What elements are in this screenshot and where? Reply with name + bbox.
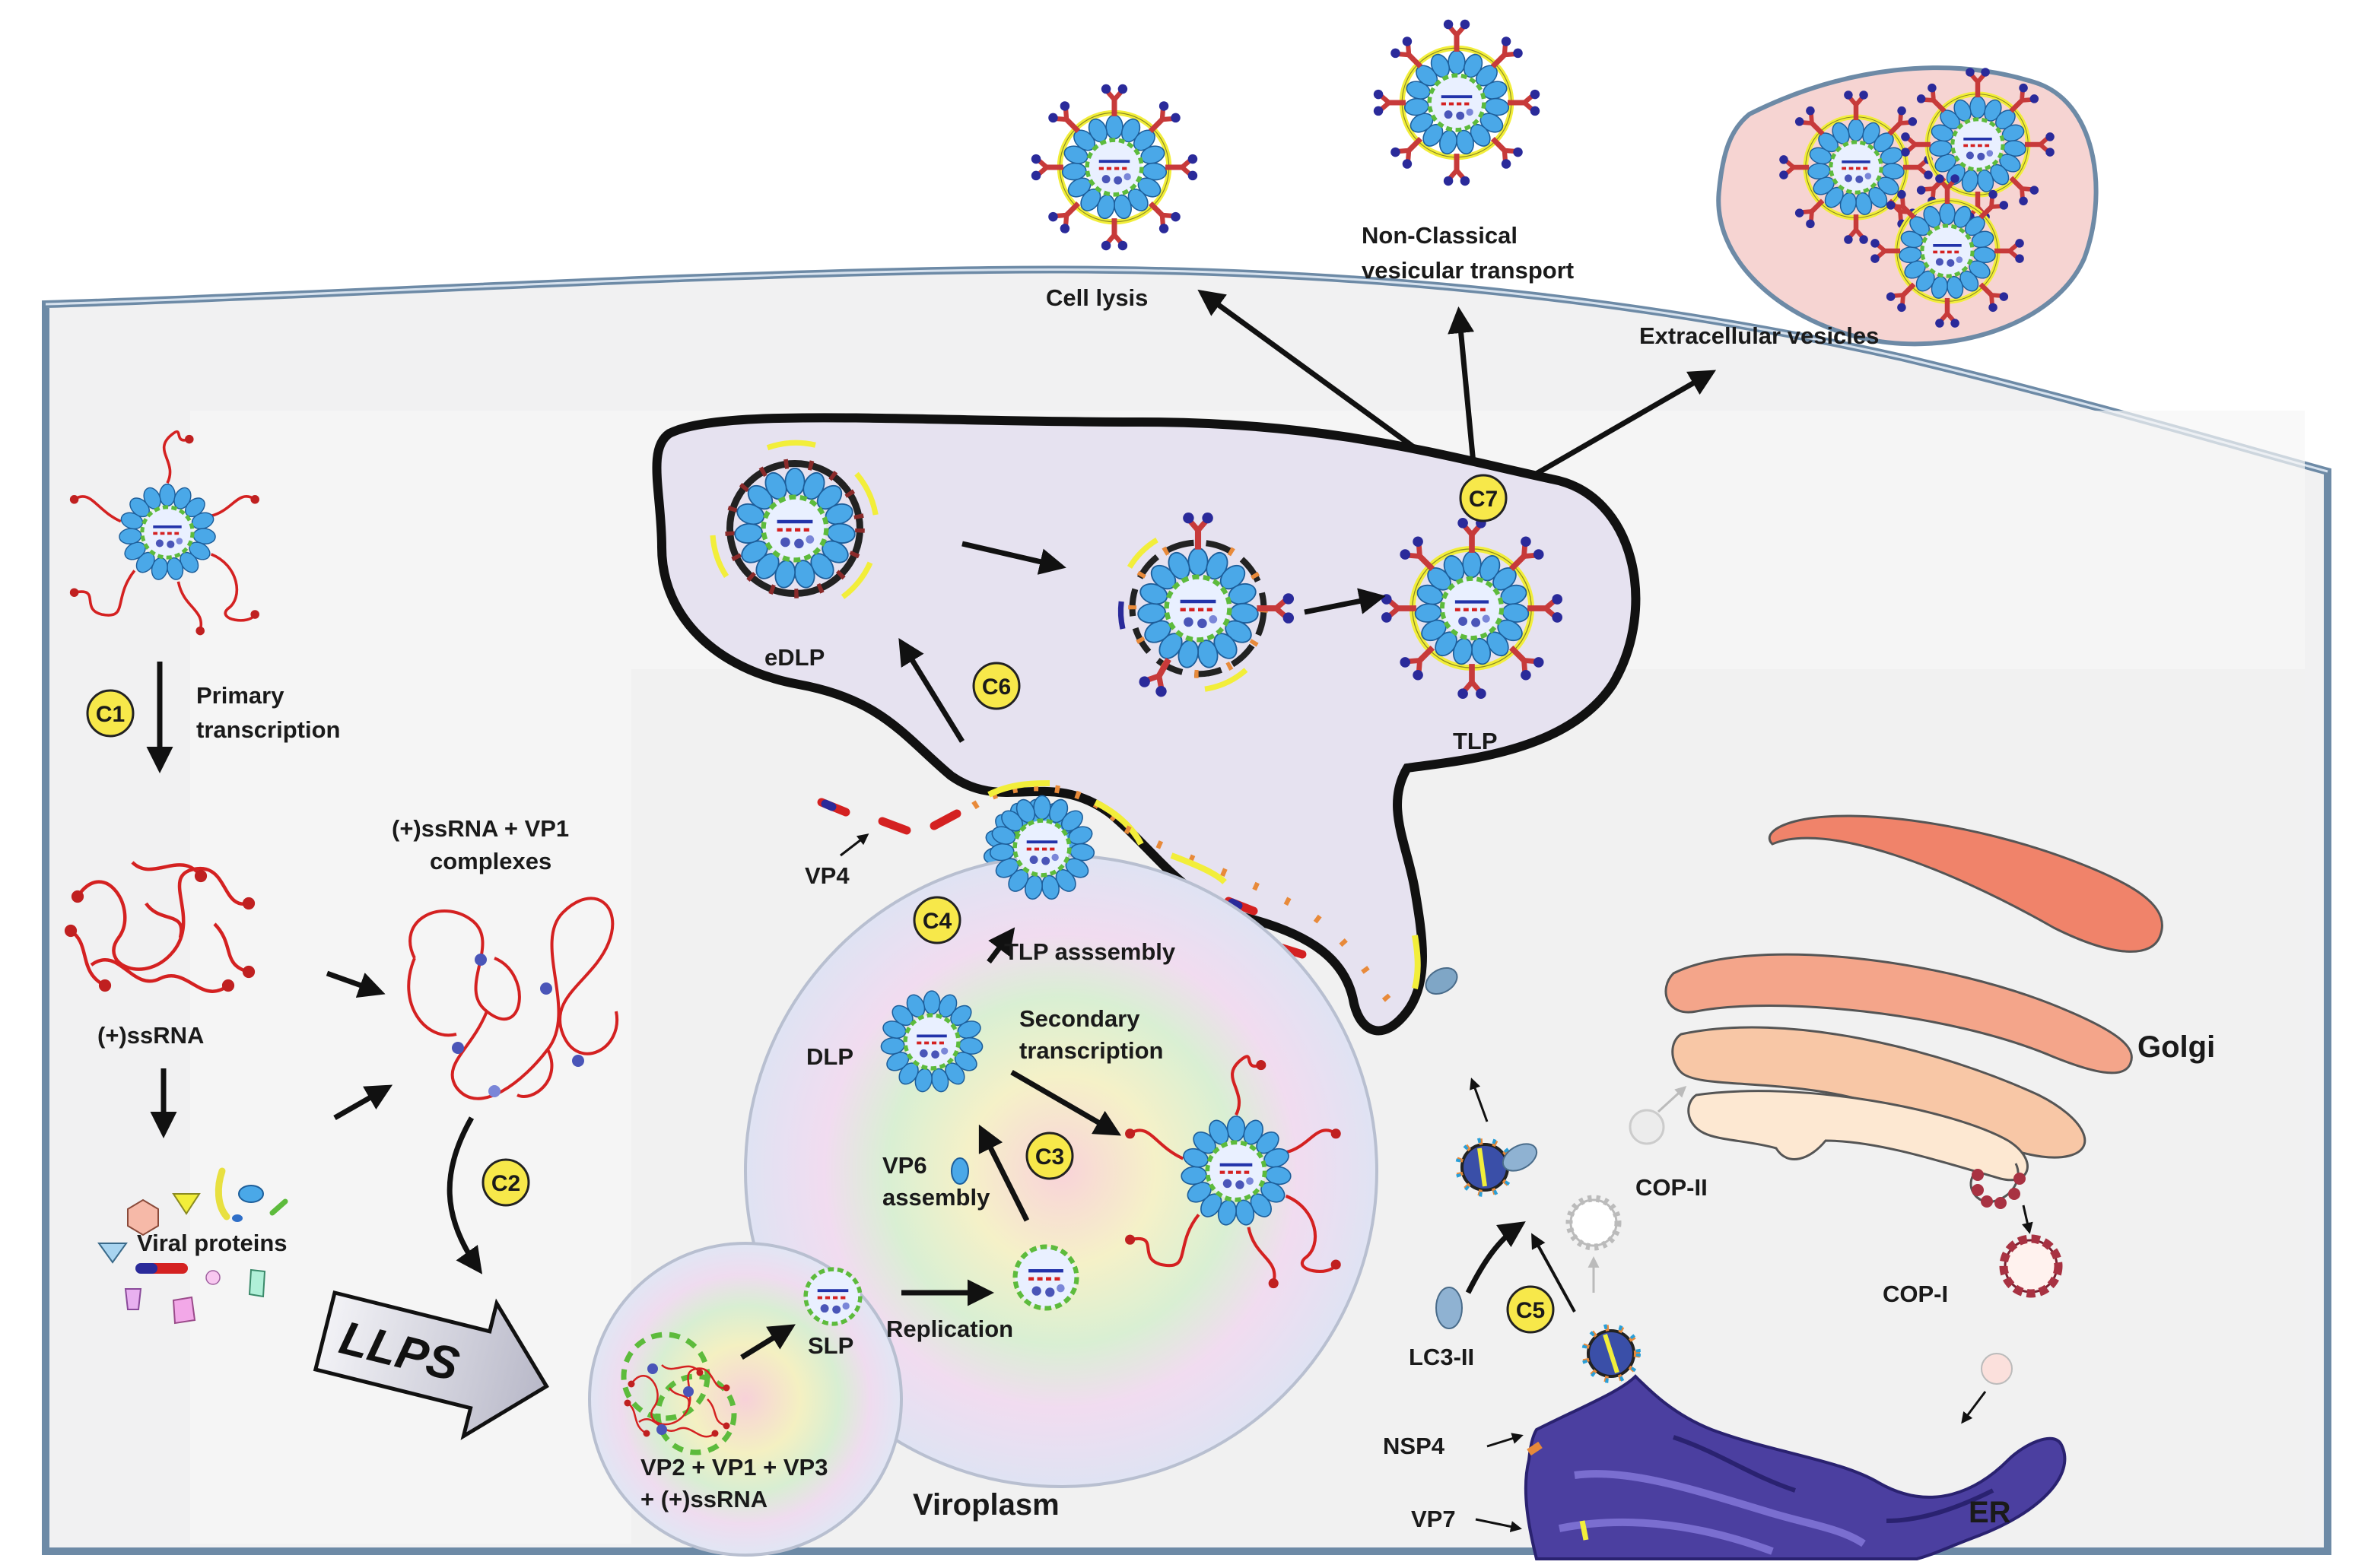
label-nsp4: NSP4 xyxy=(1383,1433,1445,1459)
cop2-vesicle-upper xyxy=(1629,1109,1665,1145)
label-vp7: VP7 xyxy=(1411,1506,1456,1532)
arrow-golgi-copi xyxy=(2022,1205,2033,1234)
arrow-vp7 xyxy=(1475,1518,1522,1532)
arrow-core-slp xyxy=(740,1324,796,1360)
slp-particle xyxy=(806,1269,860,1324)
label-tlp: TLP xyxy=(1453,728,1498,754)
nascent-core-cluster xyxy=(621,1332,737,1455)
badge-c1: C1 xyxy=(86,689,135,738)
arrow-to-lumen xyxy=(1470,1078,1489,1122)
cop1-vesicle xyxy=(1999,1234,2063,1298)
label-vp1-complex-2: complexes xyxy=(430,848,551,874)
svg-text:C4: C4 xyxy=(923,909,952,934)
badge-c6: C6 xyxy=(972,662,1021,710)
ssrna-vp1-complexes xyxy=(407,897,619,1100)
arrow-edlp-intermediate xyxy=(961,541,1066,575)
badge-c2: C2 xyxy=(481,1158,530,1207)
arrow-ssrna-complexes xyxy=(326,970,386,998)
arrow-secondary-transcription xyxy=(1010,1069,1122,1136)
label-secondary-1: Secondary xyxy=(1019,1005,1140,1032)
label-cop2: COP-II xyxy=(1635,1174,1708,1201)
label-nonclassical-2: vesicular transport xyxy=(1362,257,1574,284)
retrograde-vesicle xyxy=(1981,1353,2013,1385)
label-primary-2: transcription xyxy=(196,716,340,743)
label-slp: SLP xyxy=(808,1332,853,1359)
intermediate-particle xyxy=(1117,513,1294,699)
svg-text:C2: C2 xyxy=(491,1171,520,1196)
label-vp4: VP4 xyxy=(805,862,850,889)
badge-c4: C4 xyxy=(913,896,961,944)
svg-text:C5: C5 xyxy=(1516,1298,1545,1323)
badge-c3: C3 xyxy=(1025,1132,1074,1180)
replicated-core xyxy=(1015,1247,1077,1309)
er-lumen-compartment xyxy=(652,413,1641,1036)
label-vp1-complex-1: (+)ssRNA + VP1 xyxy=(392,815,569,842)
badge-c7: C7 xyxy=(1459,474,1508,522)
label-vp2-2: + (+)ssRNA xyxy=(640,1486,768,1512)
lc3-ii-protein xyxy=(1435,1287,1463,1329)
arrow-lc3 xyxy=(1465,1221,1526,1294)
svg-text:C1: C1 xyxy=(96,702,125,727)
arrow-tlp-assembly xyxy=(987,927,1015,964)
edlp-particle xyxy=(710,440,879,599)
label-tlp-assembly: TLP asssembly xyxy=(1004,938,1176,965)
label-er: ER xyxy=(1969,1496,2011,1529)
arrow-nsp4 xyxy=(1486,1433,1524,1448)
label-lc3: LC3-II xyxy=(1409,1344,1474,1370)
label-edlp: eDLP xyxy=(764,644,825,671)
budding-autophagic-particle xyxy=(1455,1138,1538,1197)
arrow-c7-extracellular xyxy=(1512,370,1717,490)
label-golgi: Golgi xyxy=(2137,1030,2215,1064)
arrow-vp4-pointer xyxy=(840,833,869,857)
tlp-cell-lysis xyxy=(1031,84,1197,250)
svg-text:C7: C7 xyxy=(1469,487,1498,512)
label-dlp: DLP xyxy=(806,1043,853,1070)
label-replication: Replication xyxy=(886,1316,1013,1342)
arrow-c2 xyxy=(447,1116,483,1274)
label-secondary-2: transcription xyxy=(1019,1037,1163,1064)
label-nonclassical-1: Non-Classical xyxy=(1362,222,1518,249)
arrow-intermediate-tlp xyxy=(1304,588,1386,615)
label-viral-proteins: Viral proteins xyxy=(137,1230,288,1256)
llps-arrow: LLPS xyxy=(313,1290,549,1440)
endoplasmic-reticulum xyxy=(1524,1374,2067,1560)
arrow-c5 xyxy=(1531,1233,1576,1312)
svg-text:C6: C6 xyxy=(982,674,1011,700)
arrow-c7-nonclassical xyxy=(1448,306,1477,472)
label-primary-1: Primary xyxy=(196,682,284,709)
label-vp6-2: assembly xyxy=(882,1184,990,1211)
tlp-nonclassical xyxy=(1374,20,1540,186)
arrow-copi-er xyxy=(1961,1391,1987,1424)
svg-text:C3: C3 xyxy=(1035,1144,1064,1170)
arrow-cop2-golgi xyxy=(1657,1085,1687,1113)
extracellular-vesicle xyxy=(1716,68,2099,347)
label-cop1: COP-I xyxy=(1883,1281,1948,1307)
arrow-proteins-complexes xyxy=(333,1084,393,1121)
label-cell-lysis: Cell lysis xyxy=(1046,284,1148,311)
arrow-c6 xyxy=(898,638,965,743)
badge-c5: C5 xyxy=(1506,1285,1555,1334)
label-vp6-1: VP6 xyxy=(882,1152,927,1179)
golgi-budding-vesicle xyxy=(1969,1163,2026,1209)
cop2-vesicle xyxy=(1565,1195,1622,1251)
label-extracellular-vesicles: Extracellular vesicles xyxy=(1639,322,1879,349)
arrow-vp6-assembly xyxy=(978,1124,1030,1222)
golgi-apparatus xyxy=(1664,814,2163,1182)
label-ssrna: (+)ssRNA xyxy=(97,1022,204,1049)
viral-proteins-group xyxy=(97,1167,288,1325)
label-viroplasm: Viroplasm xyxy=(913,1488,1060,1522)
er-budding-particle xyxy=(1581,1324,1641,1383)
label-vp2-1: VP2 + VP1 + VP3 xyxy=(640,1454,828,1481)
vp6-protein xyxy=(951,1157,969,1185)
